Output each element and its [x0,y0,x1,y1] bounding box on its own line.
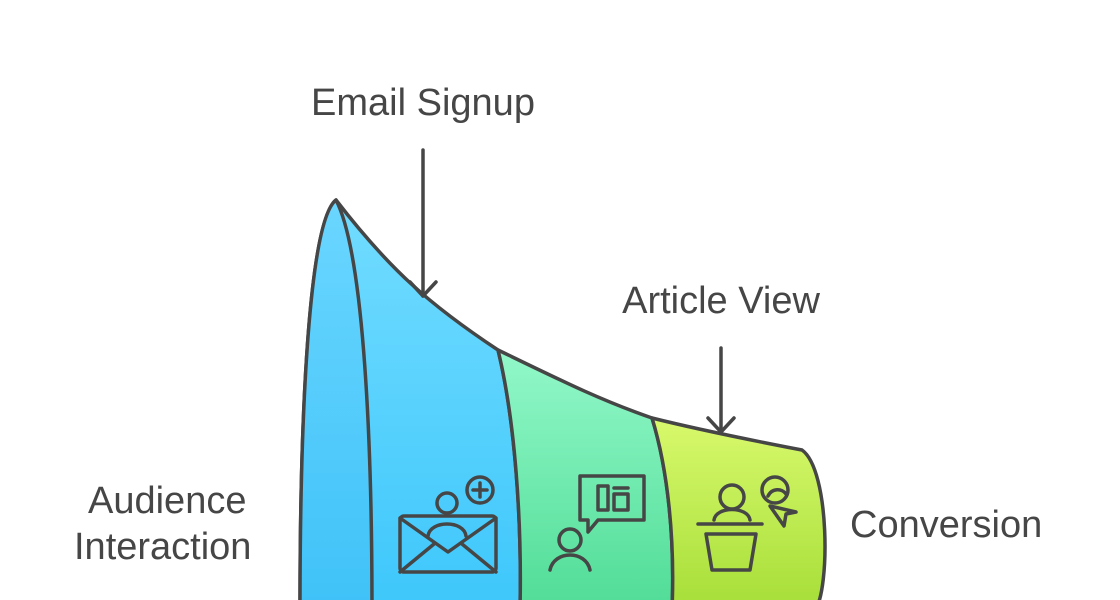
label-audience-line-1: Audience [88,480,247,522]
funnel-rim [298,198,374,600]
label-audience-interaction: Audience Interaction [74,478,274,570]
label-email-signup: Email Signup [311,82,535,124]
envelope-user-add-icon [398,475,498,574]
presenter-podium-click-icon [696,475,798,572]
article-view-arrow [706,346,736,434]
label-article-view: Article View [622,280,820,322]
person-chat-article-icon [548,474,646,572]
label-audience-line-2: Interaction [74,526,252,568]
email-signup-arrow [408,148,438,298]
label-conversion: Conversion [850,504,1043,546]
